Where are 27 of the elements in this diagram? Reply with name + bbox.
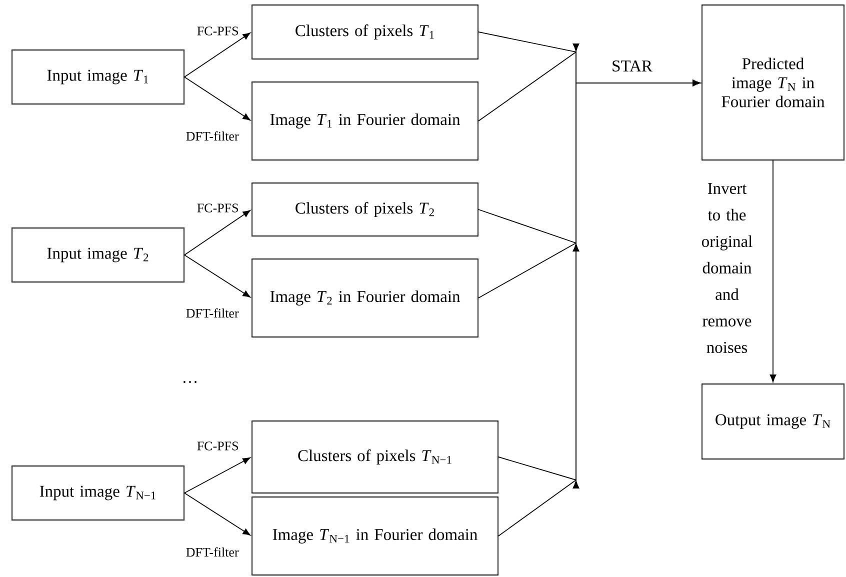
arrow xyxy=(184,32,251,78)
process-box: Input image T$_{2}$ xyxy=(12,228,184,282)
edge-label: DFT-filter xyxy=(186,131,239,141)
arrow xyxy=(184,457,250,494)
process-box: Clusters of pixels T$_{1}$ xyxy=(252,4,478,60)
arrow xyxy=(184,76,250,120)
edge-label: Invert to the original domain and remove noises xyxy=(689,182,765,354)
edge-label: FC-PFS xyxy=(197,442,238,450)
ellipsis: … xyxy=(184,381,197,383)
process-box: Image T$_{N−1}$ in Fourier domain xyxy=(252,496,498,576)
edge-label: FC-PFS xyxy=(197,204,238,212)
process-box: Output image T$_{N}$ xyxy=(702,384,844,460)
process-box: Input image T$_{1}$ xyxy=(12,50,184,104)
process-box: Clusters of pixels T$_{2}$ xyxy=(252,182,478,236)
process-box: Image T$_{1}$ in Fourier domain xyxy=(252,82,478,160)
edge-label: FC-PFS xyxy=(197,26,238,36)
edge-label: STAR xyxy=(610,59,654,73)
process-box: Clusters of pixels T$_{N−1}$ xyxy=(252,420,498,494)
process-box: Image T$_{2}$ in Fourier domain xyxy=(252,258,478,338)
arrow xyxy=(184,254,250,298)
arrow xyxy=(184,492,250,536)
process-box: Input image T$_{N−1}$ xyxy=(12,466,184,520)
process-box: Predicted image T$_{N}$ in Fourier domain xyxy=(702,4,844,160)
arrow xyxy=(184,210,251,256)
edge-label: DFT-filter xyxy=(186,308,239,318)
edge-label: DFT-filter xyxy=(186,547,239,557)
arrow xyxy=(770,160,776,382)
